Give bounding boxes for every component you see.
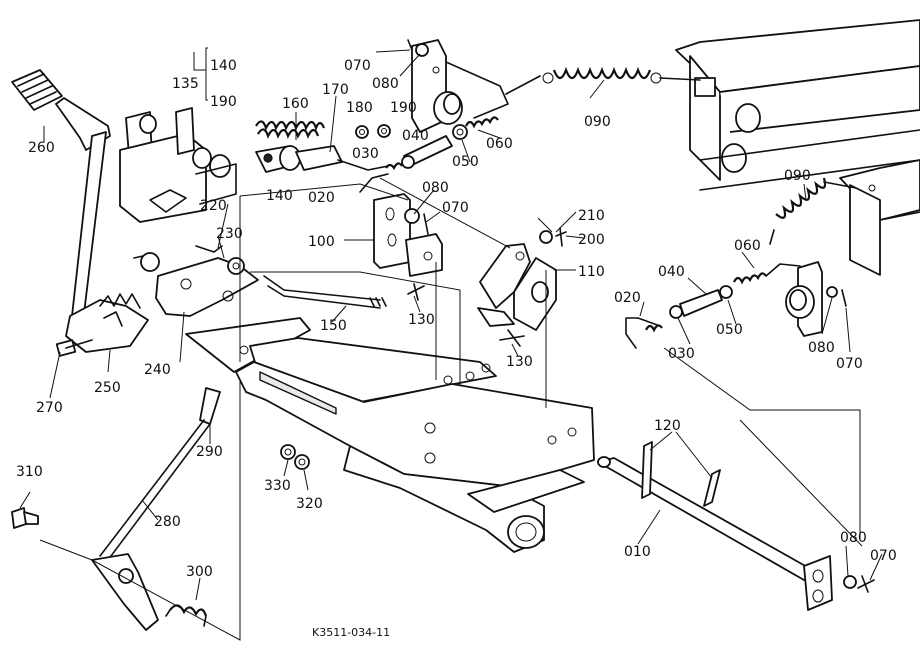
leader-lines <box>19 47 883 641</box>
callout-090-right: 090 <box>784 168 811 184</box>
callout-070-bottom: 070 <box>870 548 897 564</box>
callout-020-right: 020 <box>614 290 641 306</box>
frame-bracket-right <box>839 159 920 276</box>
pedal-lever-assembly <box>11 69 149 353</box>
callout-040-upper: 040 <box>402 128 429 144</box>
bracket-080-top <box>407 39 509 133</box>
callout-labels: 260 135 140 190 160 170 180 190 140 020 … <box>16 58 897 639</box>
main-frame <box>185 317 595 553</box>
rod-020-right <box>625 317 663 349</box>
callout-210: 210 <box>578 208 605 224</box>
callout-300: 300 <box>186 564 213 580</box>
callout-030-right: 030 <box>668 346 695 362</box>
callout-080-bottom: 080 <box>840 530 867 546</box>
callout-110: 110 <box>578 264 605 280</box>
callout-230: 230 <box>216 226 243 242</box>
callout-090-top: 090 <box>584 114 611 130</box>
callout-190-group: 190 <box>210 94 237 110</box>
rod-020-upper <box>337 159 389 193</box>
callout-170: 170 <box>322 82 349 98</box>
bracket-110 <box>477 227 567 331</box>
bracket-060-right <box>785 261 847 337</box>
spring-090-right <box>769 177 857 245</box>
callout-280: 280 <box>154 514 181 530</box>
rod-280 <box>91 387 221 631</box>
callout-040-right: 040 <box>658 264 685 280</box>
callout-140-group: 140 <box>210 58 237 74</box>
pin-130-b <box>499 329 525 347</box>
bracket-140 <box>255 145 343 173</box>
bolt-270 <box>55 339 93 357</box>
link-plate-240 <box>133 245 259 317</box>
bolt-310 <box>11 507 39 529</box>
callout-050-right: 050 <box>716 322 743 338</box>
callout-270: 270 <box>36 400 63 416</box>
callout-290: 290 <box>196 444 223 460</box>
callout-135: 135 <box>172 76 199 92</box>
callout-070-mid: 070 <box>442 200 469 216</box>
spring-090-top <box>505 66 701 95</box>
callout-160: 160 <box>282 96 309 112</box>
spring-160 <box>255 120 326 139</box>
callout-060-upper: 060 <box>486 136 513 152</box>
callout-050-upper: 050 <box>452 154 479 170</box>
shaft-010 <box>597 441 875 611</box>
callout-100: 100 <box>308 234 335 250</box>
callout-060-right: 060 <box>734 238 761 254</box>
frame-tubes-top-right <box>675 19 920 191</box>
callout-080-right: 080 <box>808 340 835 356</box>
pin-130-a <box>407 283 425 301</box>
callout-180: 180 <box>346 100 373 116</box>
callout-130-a: 130 <box>408 312 435 328</box>
turnbuckle-040-right <box>669 263 801 319</box>
bracket-assembly-135 <box>119 107 237 223</box>
callout-150: 150 <box>320 318 347 334</box>
callout-320: 320 <box>296 496 323 512</box>
callout-120: 120 <box>654 418 681 434</box>
drawing-number: K3511-034-11 <box>312 626 390 639</box>
callout-140: 140 <box>266 188 293 204</box>
turnbuckle-040-upper <box>385 116 499 171</box>
rod-150 <box>263 275 387 309</box>
callout-030-upper: 030 <box>352 146 379 162</box>
callout-220: 220 <box>200 198 227 214</box>
callout-130-b: 130 <box>506 354 533 370</box>
callout-080-mid: 080 <box>422 180 449 196</box>
callout-080-top: 080 <box>372 76 399 92</box>
callout-310: 310 <box>16 464 43 480</box>
spring-300 <box>165 604 208 627</box>
callout-070-top: 070 <box>344 58 371 74</box>
nuts-320-330 <box>280 444 310 470</box>
callout-260: 260 <box>28 140 55 156</box>
callout-250: 250 <box>94 380 121 396</box>
callout-070-right: 070 <box>836 356 863 372</box>
callout-330: 330 <box>264 478 291 494</box>
callout-010: 010 <box>624 544 651 560</box>
callout-020-upper: 020 <box>308 190 335 206</box>
callout-240: 240 <box>144 362 171 378</box>
nuts-180-190 <box>355 124 391 139</box>
callout-190: 190 <box>390 100 417 116</box>
callout-200: 200 <box>578 232 605 248</box>
